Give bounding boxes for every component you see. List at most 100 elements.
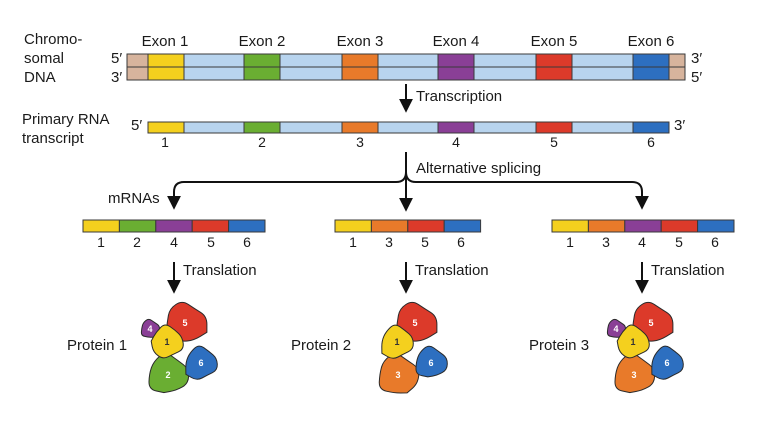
rna-exon-number-1: 1 <box>161 134 169 150</box>
rna-label-line1: Primary RNA <box>22 111 110 128</box>
mrna-3-exon-1 <box>551 219 589 233</box>
mrna-3-num: 4 <box>638 234 646 250</box>
mrna-3-exon-6 <box>697 219 735 233</box>
mrna-2-exon-3 <box>370 219 409 233</box>
protein-1-subunit-6 <box>185 345 218 380</box>
splice-arrow-left <box>167 152 407 210</box>
rna-exon-number-5: 5 <box>550 134 558 150</box>
splicing-label: Alternative splicing <box>416 160 541 177</box>
primary-rna-transcript <box>147 121 670 134</box>
mrna-3-numbers: 1 3 4 5 6 <box>566 234 719 250</box>
rna-exon-3 <box>341 121 379 134</box>
protein-1-subunit-label-5: 5 <box>182 318 187 328</box>
dna-exon-6 <box>632 66 670 81</box>
mrna-3-num: 6 <box>711 234 719 250</box>
transcription-label: Transcription <box>416 88 502 105</box>
mrna-2-num: 3 <box>385 234 393 250</box>
mrna-1-num: 2 <box>133 234 141 250</box>
rna-exon-number-4: 4 <box>452 134 460 150</box>
protein-3-subunit-label-4: 4 <box>613 324 618 334</box>
mrna-1-exon-6 <box>228 219 266 233</box>
protein-2-subunit-label-5: 5 <box>412 318 417 328</box>
protein-3-subunit-label-5: 5 <box>648 318 653 328</box>
mrna-1-num: 1 <box>97 234 105 250</box>
dna-exon-2 <box>243 53 281 68</box>
protein-2-name: Protein 2 <box>291 337 351 354</box>
translation-arrows <box>167 262 649 294</box>
rna-end-left: 5′ <box>131 117 142 134</box>
dna-exon-5 <box>535 66 573 81</box>
protein-2-subunit-1 <box>381 324 414 359</box>
protein-3-subunit-6 <box>651 345 684 380</box>
dna-flank-left <box>126 53 149 68</box>
translation-label-1: Translation <box>183 262 257 279</box>
protein-3-subunit-label-3: 3 <box>631 370 636 380</box>
dna-strand-1 <box>126 53 686 68</box>
dna-end-bottom-left: 3′ <box>111 69 122 86</box>
mrna-2-exon-5 <box>407 219 445 233</box>
mrna-2 <box>334 219 482 233</box>
exon-label-4: Exon 4 <box>433 33 480 50</box>
mrna-2-numbers: 1 3 5 6 <box>349 234 465 250</box>
dna-label-line2: somal <box>24 50 64 67</box>
protein-2-subunit-6 <box>415 345 448 378</box>
protein-2-structure: 5 3 6 1 <box>378 301 448 394</box>
mrna-1-exon-2 <box>118 219 157 233</box>
dna-end-bottom-right: 5′ <box>691 69 702 86</box>
mrna-2-exon-1 <box>334 219 372 233</box>
mrna-3-num: 1 <box>566 234 574 250</box>
rna-exon-number-6: 6 <box>647 134 655 150</box>
exon-label-2: Exon 2 <box>239 33 286 50</box>
dna-exon-4 <box>437 66 475 81</box>
rna-exon-numbers: 1 2 3 4 5 6 <box>161 134 655 150</box>
protein-3-subunit-1 <box>616 324 650 359</box>
rna-end-right: 3′ <box>674 117 685 134</box>
protein-1-subunit-label-2: 2 <box>165 370 170 380</box>
dna-end-top-right: 3′ <box>691 50 702 67</box>
rna-exon-1 <box>147 121 185 134</box>
protein-1-name: Protein 1 <box>67 337 127 354</box>
dna-double-strand <box>126 53 686 81</box>
rna-exon-number-3: 3 <box>356 134 364 150</box>
mrna-3-exon-4 <box>624 219 662 233</box>
dna-flank-right <box>668 66 686 81</box>
dna-end-top-left: 5′ <box>111 50 122 67</box>
mrna-2-num: 1 <box>349 234 357 250</box>
protein-3-subunit-4 <box>606 318 627 338</box>
mrna-3-exon-5 <box>660 219 699 233</box>
dna-flank-right <box>668 53 686 68</box>
dna-label-line1: Chromo- <box>24 31 82 48</box>
mrna-1-exon-4 <box>155 219 193 233</box>
dna-exon-1 <box>147 66 185 81</box>
mrna-2-num: 6 <box>457 234 465 250</box>
exon-label-1: Exon 1 <box>142 33 189 50</box>
mrnas-label: mRNAs <box>108 190 160 207</box>
dna-exon-5 <box>535 53 573 68</box>
dna-flank-left <box>126 66 149 81</box>
protein-1-subunit-4 <box>140 318 161 338</box>
translation-label-3: Translation <box>651 262 725 279</box>
protein-2-subunit-label-3: 3 <box>395 370 400 380</box>
dna-strand-2 <box>126 66 686 81</box>
dna-exon-3 <box>341 66 379 81</box>
protein-2-subunit-label-1: 1 <box>394 337 399 347</box>
exon-label-5: Exon 5 <box>531 33 578 50</box>
rna-exon-5 <box>535 121 573 134</box>
dna-exon-2 <box>243 66 281 81</box>
protein-3-name: Protein 3 <box>529 337 589 354</box>
rna-exon-6 <box>632 121 670 134</box>
mrna-3-num: 3 <box>602 234 610 250</box>
mrna-1-exon-1 <box>82 219 120 233</box>
protein-2-subunit-label-6: 6 <box>428 358 433 368</box>
rna-exon-4 <box>437 121 475 134</box>
dna-exon-4 <box>437 53 475 68</box>
rna-exon-2 <box>243 121 281 134</box>
rna-label-line2: transcript <box>22 130 85 147</box>
dna-label-line3: DNA <box>24 69 56 86</box>
exon-label-3: Exon 3 <box>337 33 384 50</box>
splice-arrow-right <box>405 171 649 210</box>
mrna-2-exon-6 <box>443 219 482 233</box>
